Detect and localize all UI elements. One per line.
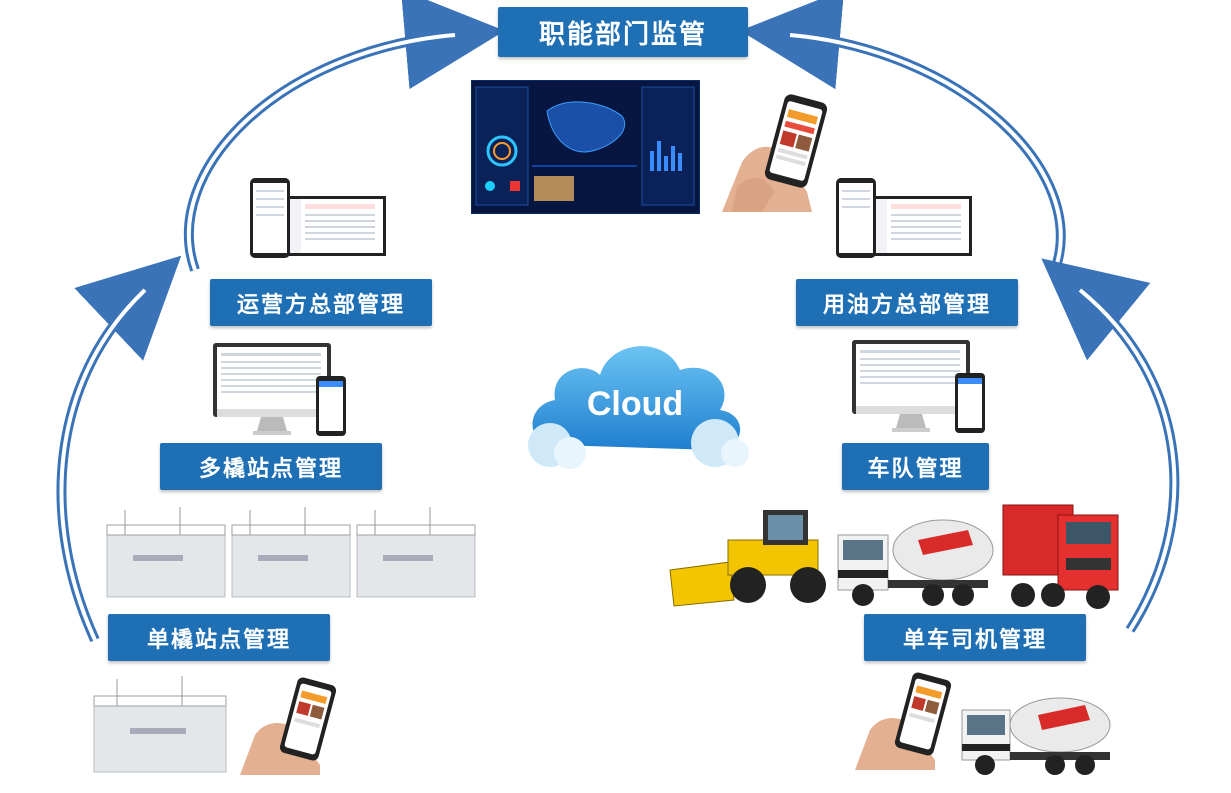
skid-tank-1	[106, 507, 226, 598]
dashboard-screen	[471, 80, 700, 214]
regulator-label: 职能部门监管	[498, 7, 748, 57]
fleet-label: 车队管理	[842, 443, 989, 490]
mixer-truck-driver	[960, 690, 1120, 775]
skid-tank-row	[105, 505, 480, 601]
multi-station-label: 多橇站点管理	[160, 443, 382, 490]
fleet-devices	[852, 340, 987, 435]
operator-hq-devices	[250, 178, 400, 260]
multi-station-devices	[213, 343, 348, 438]
cloud-icon	[515, 325, 755, 470]
mixer-truck-icon	[837, 519, 994, 606]
operator-hq-label: 运营方总部管理	[210, 279, 432, 326]
user-hq-label: 用油方总部管理	[796, 279, 1018, 326]
user-hq-devices	[836, 178, 981, 260]
single-skid-tank	[92, 676, 230, 776]
skid-tank-2	[231, 507, 351, 598]
cloud-label: Cloud	[586, 385, 684, 423]
vehicle-row	[668, 500, 1123, 610]
single-station-label: 单橇站点管理	[108, 614, 330, 661]
phone-app-top	[712, 92, 832, 212]
driver-label: 单车司机管理	[864, 614, 1086, 661]
phone-app-station	[240, 675, 340, 775]
dump-truck-icon	[1002, 504, 1119, 609]
bulldozer-icon	[669, 510, 826, 607]
phone-app-driver	[855, 670, 955, 770]
skid-tank-3	[356, 507, 476, 598]
